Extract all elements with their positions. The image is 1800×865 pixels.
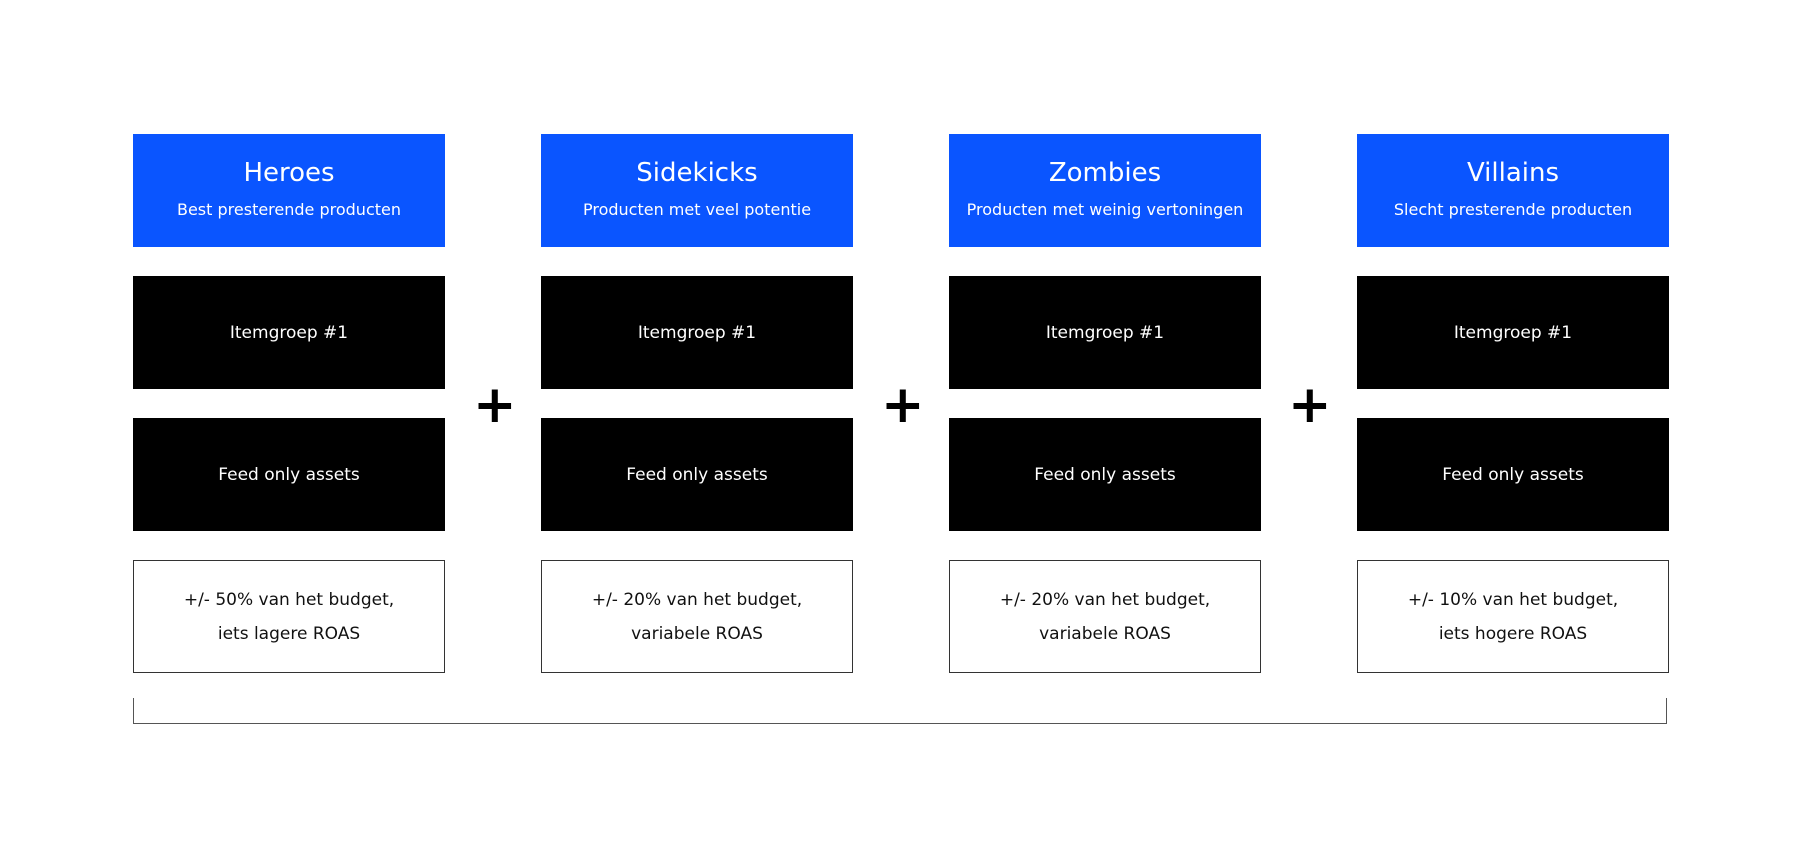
itemgroup-box: Itemgroep #1 bbox=[1357, 276, 1669, 389]
segment-title: Sidekicks bbox=[636, 158, 758, 188]
segment-title: Zombies bbox=[1048, 158, 1162, 188]
itemgroup-label: Itemgroep #1 bbox=[1453, 322, 1573, 343]
budget-box: +/- 50% van het budget, iets lagere ROAS bbox=[133, 560, 445, 673]
assets-label: Feed only assets bbox=[1034, 464, 1176, 485]
roas-note: variabele ROAS bbox=[1039, 623, 1171, 644]
itemgroup-label: Itemgroep #1 bbox=[229, 322, 349, 343]
segment-subtitle: Slecht presterende producten bbox=[1393, 200, 1633, 219]
itemgroup-box: Itemgroep #1 bbox=[133, 276, 445, 389]
segment-header-heroes: Heroes Best presterende producten bbox=[133, 134, 445, 247]
column-heroes: Heroes Best presterende producten Itemgr… bbox=[133, 134, 445, 673]
column-sidekicks: Sidekicks Producten met veel potentie It… bbox=[541, 134, 853, 673]
budget-share: +/- 50% van het budget, bbox=[183, 589, 395, 610]
itemgroup-label: Itemgroep #1 bbox=[1045, 322, 1165, 343]
roas-note: variabele ROAS bbox=[631, 623, 763, 644]
assets-box: Feed only assets bbox=[949, 418, 1261, 531]
segment-header-villains: Villains Slecht presterende producten bbox=[1357, 134, 1669, 247]
segment-subtitle: Producten met weinig vertoningen bbox=[966, 200, 1244, 219]
assets-box: Feed only assets bbox=[133, 418, 445, 531]
budget-share: +/- 20% van het budget, bbox=[591, 589, 803, 610]
assets-box: Feed only assets bbox=[541, 418, 853, 531]
budget-box: +/- 20% van het budget, variabele ROAS bbox=[949, 560, 1261, 673]
segment-subtitle: Producten met veel potentie bbox=[582, 200, 812, 219]
segment-header-zombies: Zombies Producten met weinig vertoningen bbox=[949, 134, 1261, 247]
grouping-bracket bbox=[133, 698, 1667, 724]
roas-note: iets lagere ROAS bbox=[217, 623, 361, 644]
segment-subtitle: Best presterende producten bbox=[176, 200, 401, 219]
assets-label: Feed only assets bbox=[218, 464, 360, 485]
itemgroup-label: Itemgroep #1 bbox=[637, 322, 757, 343]
budget-share: +/- 10% van het budget, bbox=[1407, 589, 1619, 610]
column-villains: Villains Slecht presterende producten It… bbox=[1357, 134, 1669, 673]
plus-icon: + bbox=[881, 375, 925, 435]
segment-header-sidekicks: Sidekicks Producten met veel potentie bbox=[541, 134, 853, 247]
plus-icon: + bbox=[473, 375, 517, 435]
segment-title: Heroes bbox=[243, 158, 335, 188]
assets-box: Feed only assets bbox=[1357, 418, 1669, 531]
assets-label: Feed only assets bbox=[626, 464, 768, 485]
roas-note: iets hogere ROAS bbox=[1438, 623, 1588, 644]
budget-box: +/- 10% van het budget, iets hogere ROAS bbox=[1357, 560, 1669, 673]
assets-label: Feed only assets bbox=[1442, 464, 1584, 485]
budget-share: +/- 20% van het budget, bbox=[999, 589, 1211, 610]
itemgroup-box: Itemgroep #1 bbox=[949, 276, 1261, 389]
itemgroup-box: Itemgroep #1 bbox=[541, 276, 853, 389]
column-zombies: Zombies Producten met weinig vertoningen… bbox=[949, 134, 1261, 673]
segment-title: Villains bbox=[1466, 158, 1560, 188]
plus-icon: + bbox=[1288, 375, 1332, 435]
budget-box: +/- 20% van het budget, variabele ROAS bbox=[541, 560, 853, 673]
